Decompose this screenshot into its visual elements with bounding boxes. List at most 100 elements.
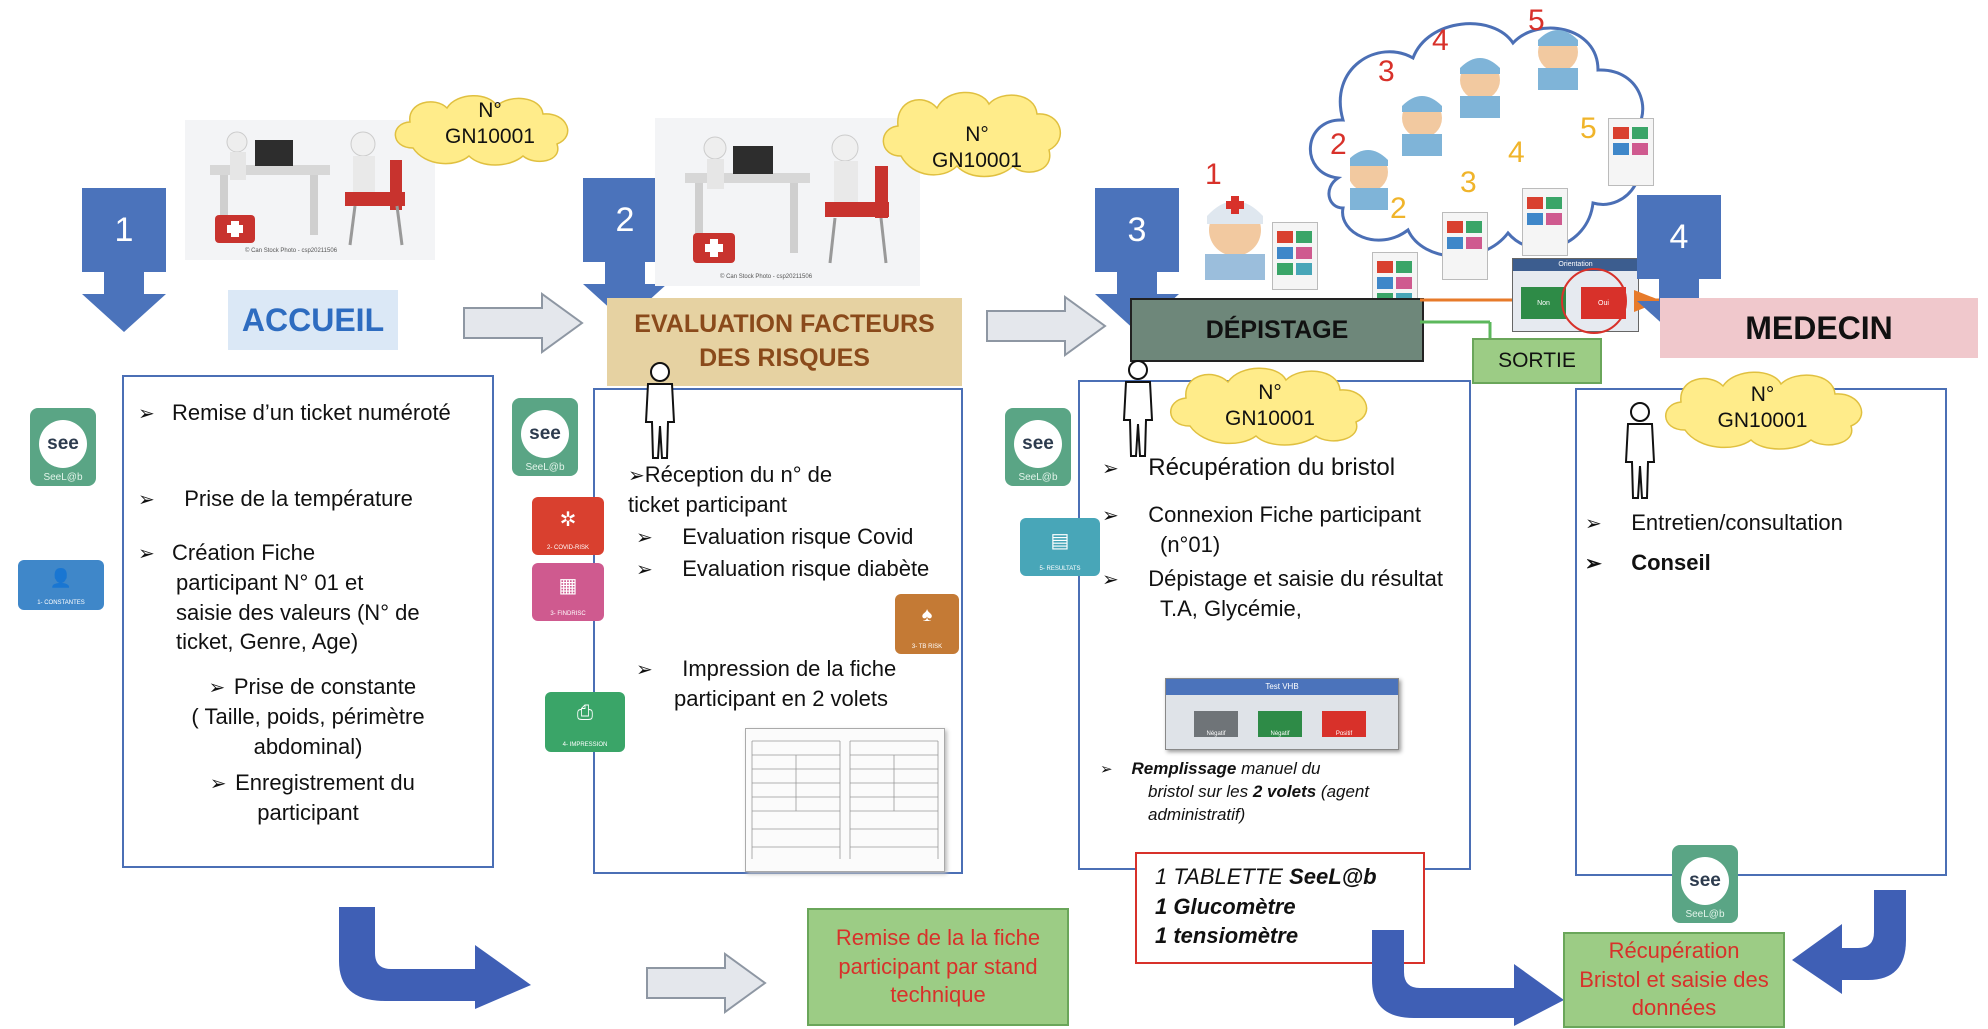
constantes-tile[interactable]: 👤 1- CONSTANTES: [18, 560, 104, 610]
evaluation-item-text: ticket participant: [628, 492, 787, 517]
see-sub: SeeL@b: [43, 472, 83, 483]
test-vhb-panel: Test VHB Négatif Négatif Positif: [1165, 678, 1399, 750]
note-text: manuel du: [1236, 759, 1321, 778]
see-logo: see: [1014, 420, 1062, 468]
test-negative-button[interactable]: Négatif: [1258, 711, 1302, 737]
findrisc-tile[interactable]: ▦ 3- FINDRISC: [532, 563, 604, 621]
ticket-cloud-3: [1170, 367, 1368, 446]
findrisc-label: 3- FINDRISC: [550, 611, 586, 617]
orientation-no-button[interactable]: Non: [1521, 287, 1566, 319]
tablet-4: [1522, 188, 1568, 256]
tablet-3: [1442, 212, 1488, 280]
sortie-text: SORTIE: [1498, 349, 1576, 372]
sortie-label: SORTIE: [1472, 338, 1602, 384]
medecin-item-1: ➢ Entretien/consultation: [1585, 510, 1843, 535]
seelab-app-icon[interactable]: see SeeL@b: [512, 398, 578, 476]
see-sub: SeeL@b: [525, 462, 565, 473]
covid-risk-label: 2- COVID-RISK: [546, 545, 589, 551]
reception-illustration: [210, 131, 405, 246]
impression-tile[interactable]: ⎙ 4- IMPRESSION: [545, 692, 625, 752]
equipment-item: 1 TABLETTE: [1155, 864, 1290, 889]
ticket-prefix: N°: [1258, 381, 1282, 404]
accueil-title: ACCUEIL: [228, 290, 398, 350]
nurse-avatars: [1350, 30, 1578, 210]
step-2-number: 2: [583, 178, 667, 262]
ticket-number-4: N° GN10001: [1705, 382, 1820, 435]
resultats-tile[interactable]: ▤ 5- RESULTATS: [1020, 518, 1100, 576]
accueil-item-text: participant: [257, 800, 359, 825]
covid-risk-tile[interactable]: ✲ 2- COVID-RISK: [532, 497, 604, 555]
accueil-item-5: ➢Enregistrement du participant: [138, 768, 478, 828]
seelab-app-icon[interactable]: see SeeL@b: [1005, 408, 1071, 486]
equipment-item: 1 tensiomètre: [1155, 923, 1299, 949]
depistage-title: DÉPISTAGE: [1130, 298, 1424, 362]
evaluation-illustration: [685, 134, 889, 264]
station-number-3-yellow: 3: [1460, 166, 1477, 199]
evaluation-item-4: ➢ Impression de la fiche participant en …: [636, 654, 896, 714]
accueil-label: ACCUEIL: [241, 301, 385, 338]
tb-risk-tile[interactable]: ♠ 3- TB RISK: [895, 594, 959, 654]
printer-icon: ⎙: [577, 702, 593, 724]
see-logo: see: [521, 410, 569, 458]
equipment-item-bold: SeeL@b: [1289, 864, 1377, 889]
evaluation-item-text: Evaluation risque Covid: [682, 524, 914, 549]
evaluation-item-1: ➢Réception du n° de ticket participant: [628, 460, 832, 520]
seelab-app-icon[interactable]: see SeeL@b: [30, 408, 96, 486]
tb-risk-label: 3- TB RISK: [911, 644, 943, 650]
ticket-cloud-1: [394, 95, 569, 166]
resultats-label: 5- RESULTATS: [1039, 566, 1081, 572]
medecin-item-text: Entretien/consultation: [1631, 510, 1843, 535]
orientation-yes-button[interactable]: Oui: [1581, 287, 1626, 319]
station-number-3-red: 3: [1378, 55, 1395, 88]
document-icon: ▤: [1050, 530, 1070, 552]
fiche-table-lines: [751, 740, 939, 859]
depistage-item-text: T.A, Glycémie,: [1160, 596, 1302, 621]
test-negative-button-grey[interactable]: Négatif: [1194, 711, 1238, 737]
ticket-prefix: N°: [478, 99, 502, 122]
fiche-participant-document: [745, 728, 945, 872]
accueil-item-text: saisie des valeurs (N° de: [176, 599, 420, 625]
depistage-item-text: (n°01): [1160, 532, 1221, 557]
station-number-1: 1: [1205, 158, 1222, 191]
see-logo: see: [39, 420, 87, 468]
step-4-number: 4: [1637, 195, 1721, 279]
evaluation-title-line2: DES RISQUES: [699, 343, 870, 372]
depistage-item-text: Récupération du bristol: [1148, 454, 1396, 481]
depistage-item-text: Connexion Fiche participant: [1148, 502, 1421, 527]
station-number-5-red: 5: [1528, 4, 1545, 37]
ticket-code: GN10001: [1717, 409, 1808, 433]
station-number-4-red: 4: [1432, 24, 1449, 57]
lungs-icon: ♠: [921, 604, 933, 626]
accueil-item-4: ➢Prise de constante ( Taille, poids, pér…: [138, 672, 478, 761]
depistage-item-text: Dépistage et saisie du résultat: [1148, 566, 1443, 591]
ticket-number-2: N° GN10001: [922, 122, 1032, 175]
note-text: (agent: [1316, 781, 1370, 801]
see-sub: SeeL@b: [1685, 909, 1725, 920]
note-bold: 2 volets: [1252, 781, 1317, 801]
ticket-cloud-2: [882, 91, 1061, 178]
photo-credit: © Can Stock Photo - csp20211506: [720, 274, 813, 280]
recuperation-bristol-box: Récupération Bristol et saisie des donné…: [1563, 932, 1785, 1028]
evaluation-item-text: Impression de la fiche: [682, 656, 897, 681]
accueil-item-text: participant N° 01 et: [176, 570, 364, 595]
flow-arrow-bottom: [646, 952, 767, 1014]
note-text: bristol sur les: [1148, 781, 1253, 801]
depistage-item-1: ➢ Récupération du bristol: [1102, 454, 1396, 481]
station-number-2-yellow: 2: [1390, 192, 1407, 225]
ticket-code: GN10001: [1225, 407, 1315, 431]
constantes-label: 1- CONSTANTES: [37, 600, 85, 606]
flow-arrow-2-3: [986, 295, 1107, 357]
test-positive-button[interactable]: Positif: [1322, 711, 1366, 737]
accueil-item-text: Remise d’un ticket numéroté: [172, 400, 451, 425]
evaluation-item-3: ➢ Evaluation risque diabète: [636, 556, 930, 581]
station-number-2-red: 2: [1330, 128, 1347, 161]
calculator-icon: ▦: [558, 575, 578, 597]
seelab-app-icon[interactable]: see SeeL@b: [1672, 845, 1738, 923]
evaluation-item-text: participant en 2 volets: [674, 686, 889, 711]
medecin-item-2: ➢ Conseil: [1585, 550, 1711, 575]
nurse-avatar-1: [1205, 196, 1265, 280]
accueil-item-3: ➢Création Fiche participant N° 01 et sai…: [138, 538, 420, 657]
reception-photo: © Can Stock Photo - csp20211506: [185, 120, 435, 260]
accueil-item-text: ticket, Genre, Age): [176, 629, 359, 655]
bottom-curved-arrow-left: [339, 907, 531, 1009]
